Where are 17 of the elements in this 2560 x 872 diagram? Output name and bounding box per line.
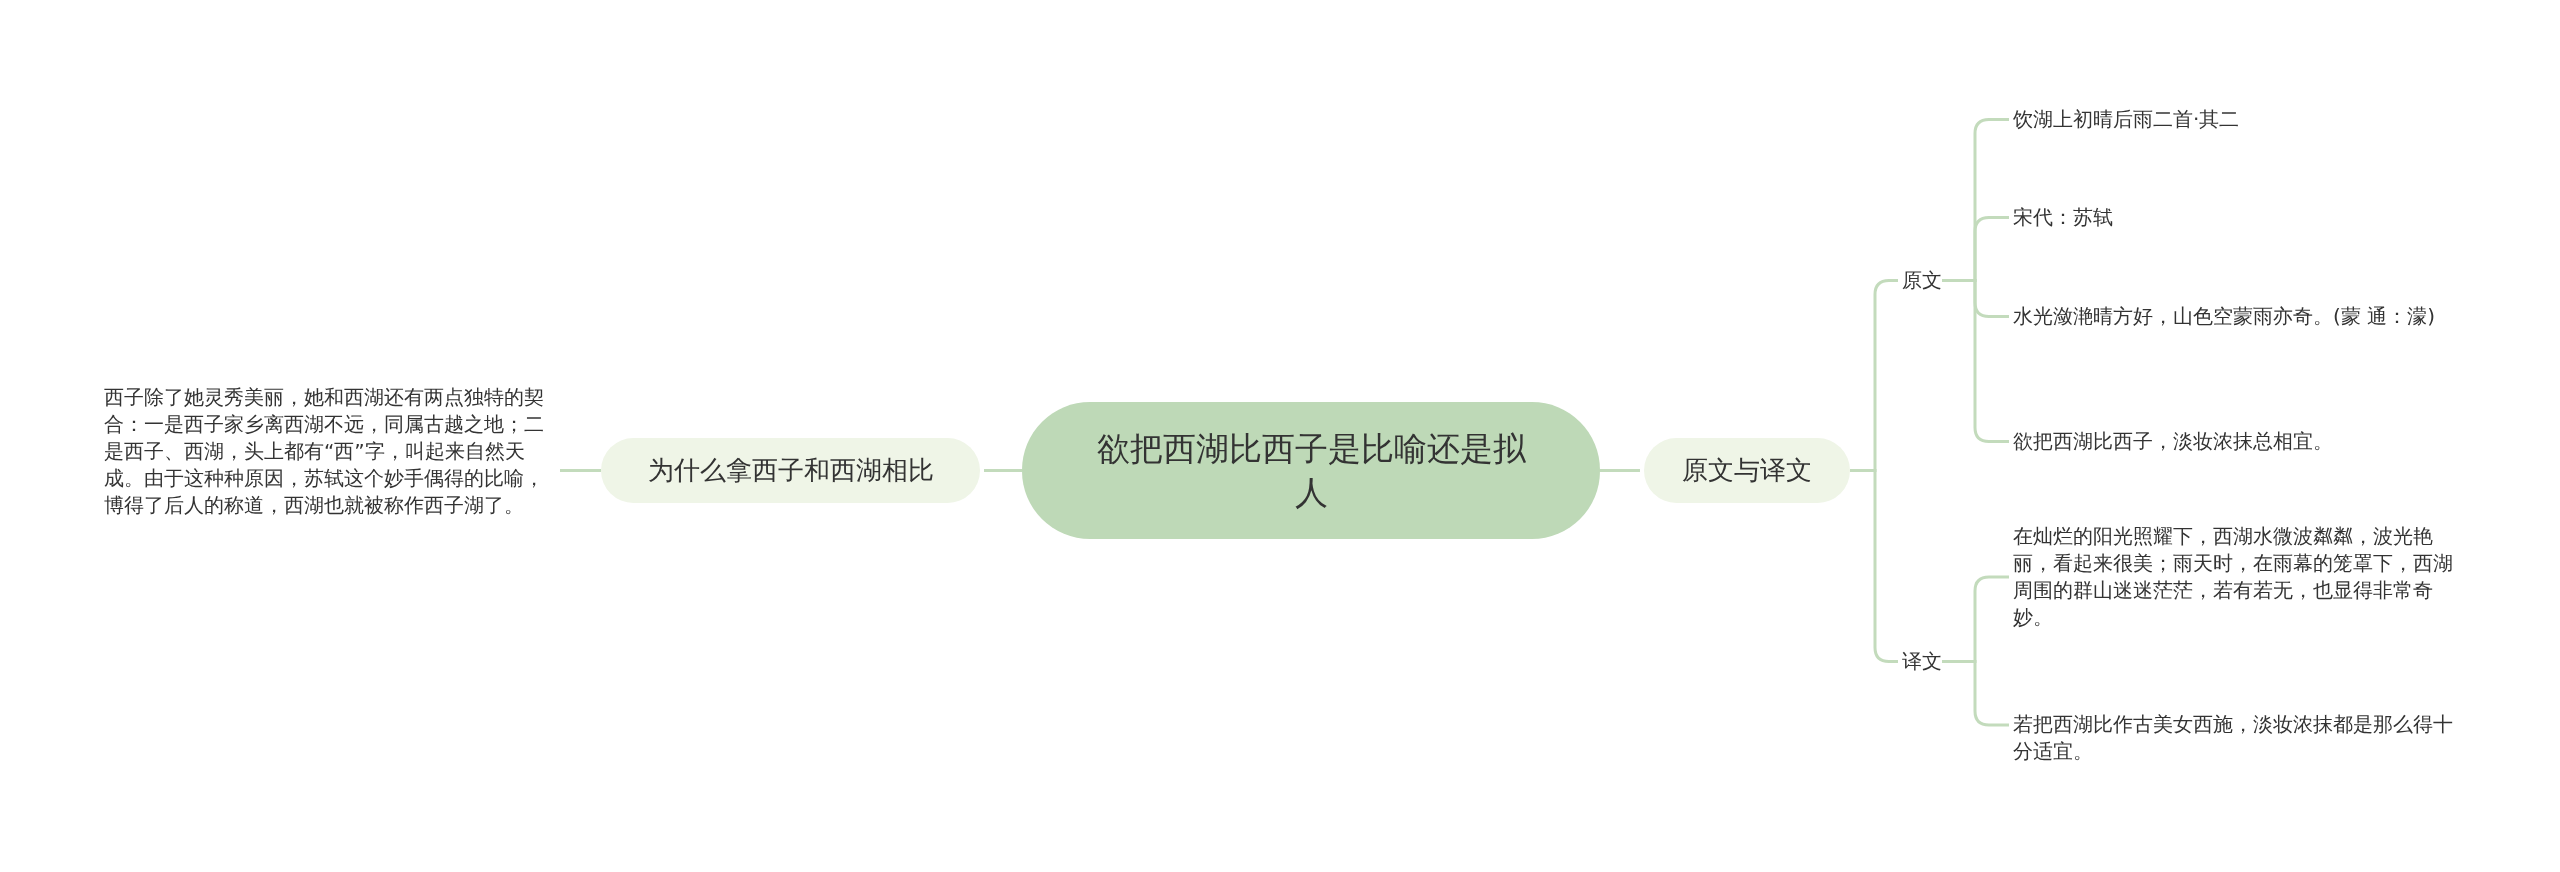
connector-line xyxy=(984,469,1022,472)
subtopic-label: 原文 xyxy=(1902,267,1942,294)
leaf-text: 宋代：苏轼 xyxy=(2013,204,2453,231)
leaf-text: 若把西湖比作古美女西施，淡妆浓抹都是那么得十分适宜。 xyxy=(2013,711,2453,765)
leaf-text: 水光潋滟晴方好，山色空蒙雨亦奇。(蒙 通：濛) xyxy=(2013,303,2453,330)
leaf-text: 欲把西湖比西子，淡妆浓抹总相宜。 xyxy=(2013,428,2453,455)
branch-topic: 为什么拿西子和西湖相比 xyxy=(601,438,980,503)
central-topic: 欲把西湖比西子是比喻还是拟人 xyxy=(1022,402,1600,539)
connector-line xyxy=(1850,469,1898,663)
leaf-text: 饮湖上初晴后雨二首·其二 xyxy=(2013,106,2453,133)
subtopic-label: 译文 xyxy=(1902,648,1942,675)
leaf-text: 西子除了她灵秀美丽，她和西湖还有两点独特的契合：一是西子家乡离西湖不远，同属古越之地；二是西子、西湖，头上都有“西”字，叫起来自然天成。由于这种种原因，苏轼这个妙手偶得的比喻，博得了后人的称道，西湖也就被称作西子湖了。 xyxy=(104,384,556,519)
connector-line xyxy=(1600,469,1640,472)
branch-topic: 原文与译文 xyxy=(1644,438,1850,503)
connector-line xyxy=(560,469,601,472)
connector-line xyxy=(1942,279,2009,443)
leaf-text: 在灿烂的阳光照耀下，西湖水微波粼粼，波光艳丽，看起来很美；雨天时，在雨幕的笼罩下，西湖周围的群山迷迷茫茫，若有若无，也显得非常奇妙。 xyxy=(2013,523,2453,631)
